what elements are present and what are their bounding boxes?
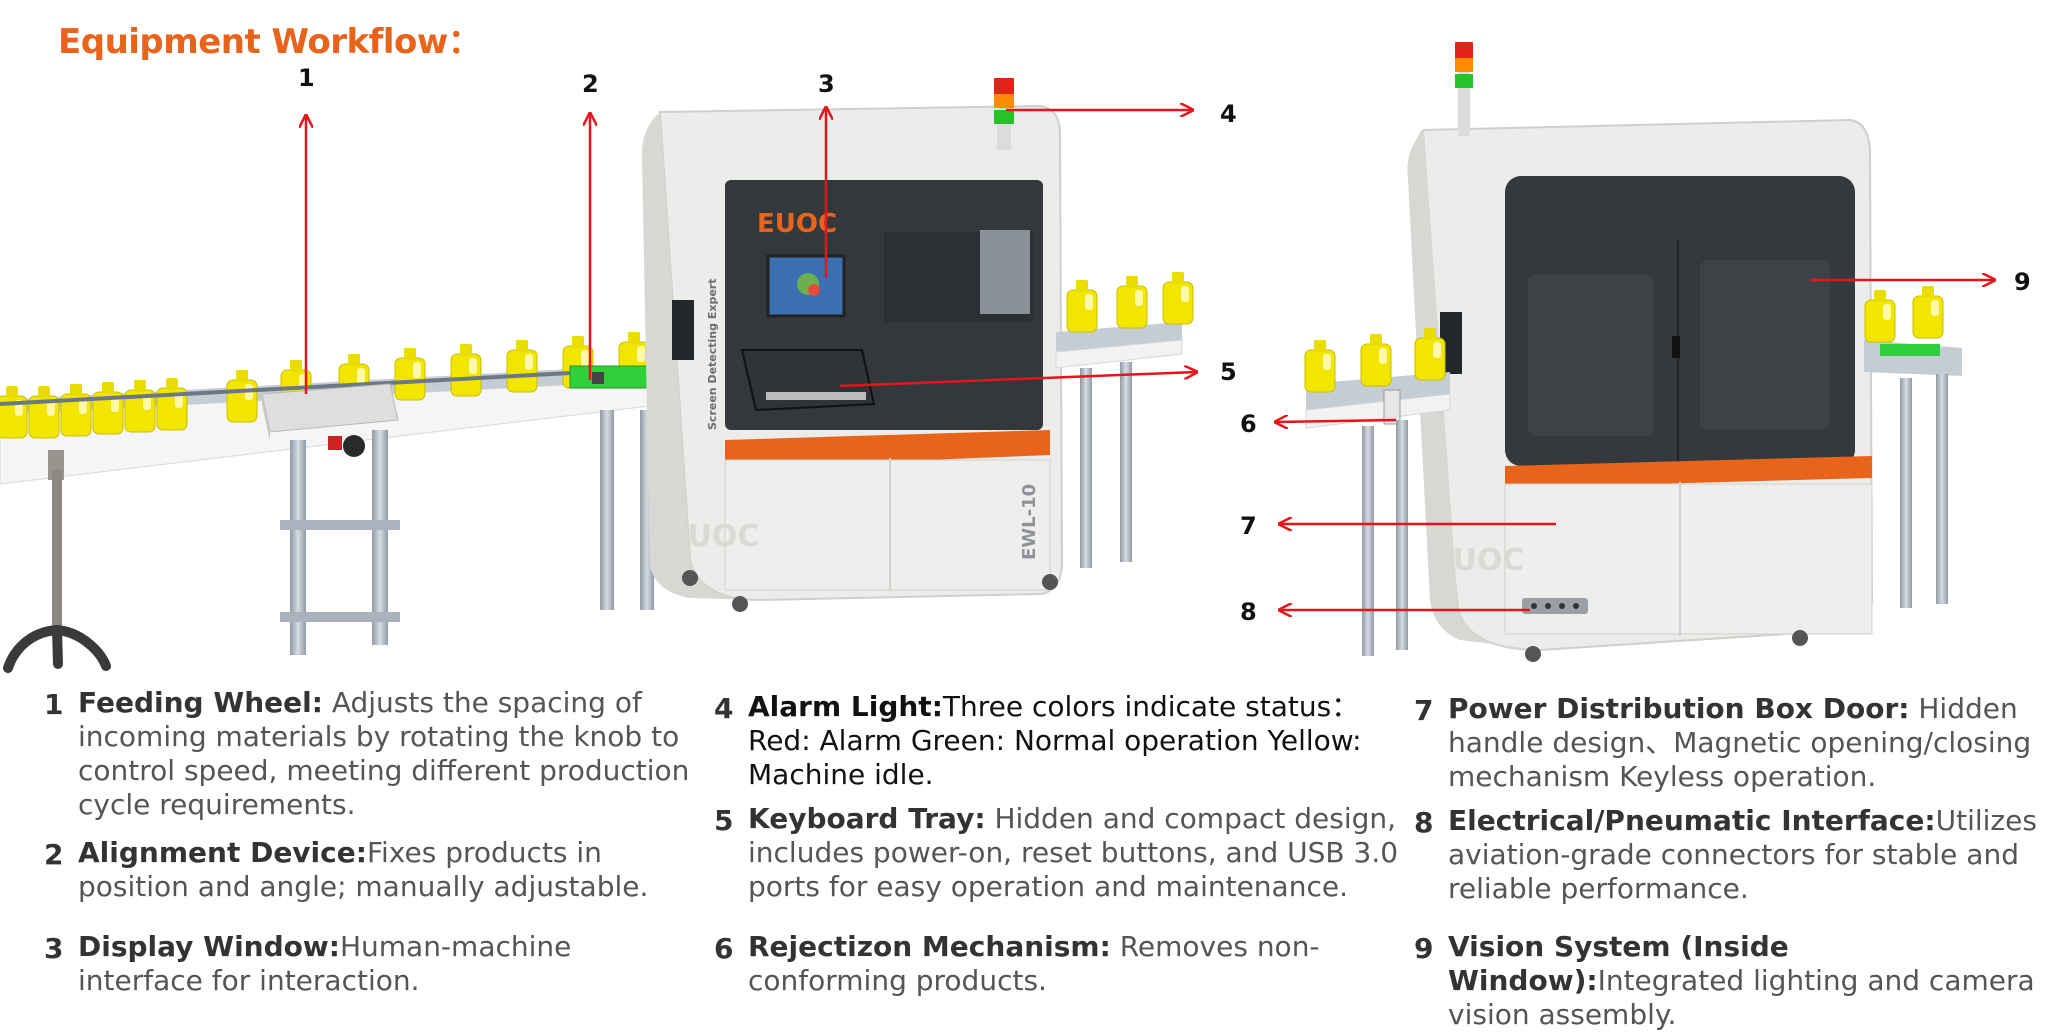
left-conveyor [0, 331, 701, 673]
feature-9: 9 Vision System (Inside Window):Integrat… [1414, 930, 2059, 1032]
callout-6: 6 [1240, 410, 1257, 438]
feature-desc: Human-machine interface for interaction. [78, 930, 572, 997]
feature-7: 7 Power Distribution Box Door: Hidden ha… [1414, 692, 2054, 794]
side-logo: EUOC [667, 519, 759, 554]
rear-side-logo: EUOC [1432, 543, 1524, 578]
callout-arrows [306, 108, 1994, 610]
feature-5: 5 Keyboard Tray: Hidden and compact desi… [714, 802, 1404, 904]
feature-3: 3 Display Window:Human-machine interface… [44, 930, 694, 998]
feature-name: Rejectizon Mechanism: [748, 930, 1111, 963]
callout-5: 5 [1220, 358, 1237, 386]
feature-1: 1 Feeding Wheel: Adjusts the spacing of … [44, 686, 694, 822]
alarm-light-right [1455, 42, 1473, 136]
feature-number: 8 [1414, 806, 1434, 839]
main-machine: EUOC EUOC EWL-10 Screen Detecting Expert [641, 78, 1064, 612]
feeding-wheel-unit [261, 383, 400, 655]
model-label: EWL-10 [1019, 484, 1040, 560]
feature-number: 6 [714, 932, 734, 965]
page-title: Equipment Workflow： [58, 22, 482, 62]
feature-6: 6 Rejectizon Mechanism: Removes non-conf… [714, 930, 1394, 998]
machine-logo: EUOC [757, 209, 837, 239]
feature-desc: Adjusts the spacing of incoming material… [78, 686, 690, 821]
rear-machine: EUOC [1407, 42, 1874, 662]
feature-desc: Fixes products in position and angle; ma… [78, 836, 649, 903]
feature-number: 4 [714, 692, 734, 725]
feature-desc: Hidden and compact design, includes powe… [748, 802, 1399, 903]
feature-name: Vision System (Inside Window): [1448, 930, 1789, 997]
feature-name: Alarm Light: [748, 690, 943, 723]
feature-name: Display Window: [78, 930, 340, 963]
feature-desc: Utilizes aviation-grade connectors for s… [1448, 804, 2037, 905]
feature-4: 4 Alarm Light:Three colors indicate stat… [714, 690, 1394, 792]
feature-number: 7 [1414, 694, 1434, 727]
feature-number: 9 [1414, 932, 1434, 965]
callout-3: 3 [818, 70, 835, 98]
feature-8: 8 Electrical/Pneumatic Interface:Utilize… [1414, 804, 2054, 906]
callout-2: 2 [582, 70, 599, 98]
rear-conveyors [1304, 285, 1962, 656]
middle-conveyor [1055, 271, 1194, 568]
callout-4: 4 [1220, 100, 1237, 128]
feature-2: 2 Alignment Device:Fixes products in pos… [44, 836, 694, 904]
callout-numbers: 1 2 3 4 5 6 7 8 9 [298, 64, 2031, 626]
feature-number: 5 [714, 804, 734, 837]
callout-7: 7 [1240, 512, 1257, 540]
feature-name: Feeding Wheel: [78, 686, 323, 719]
feature-number: 1 [44, 688, 64, 721]
side-label: Screen Detecting Expert [706, 279, 719, 430]
feature-name: Power Distribution Box Door: [1448, 692, 1910, 725]
equipment-diagram: EUOC EUOC EWL-10 Screen Detecting Expert [0, 42, 2031, 673]
feature-number: 2 [44, 838, 64, 871]
callout-1: 1 [298, 64, 315, 92]
alarm-light-left [994, 78, 1014, 150]
callout-8: 8 [1240, 598, 1257, 626]
callout-9: 9 [2014, 268, 2031, 296]
feature-name: Keyboard Tray: [748, 802, 986, 835]
feature-name: Electrical/Pneumatic Interface: [1448, 804, 1936, 837]
feature-desc: Removes non-conforming products. [748, 930, 1320, 997]
feature-desc: Hidden handle design、Magnetic opening/cl… [1448, 692, 2032, 793]
feature-name: Alignment Device: [78, 836, 367, 869]
feature-desc: Three colors indicate status：Red: Alarm … [748, 690, 1362, 791]
feature-number: 3 [44, 932, 64, 965]
sensor-stand [3, 450, 111, 673]
